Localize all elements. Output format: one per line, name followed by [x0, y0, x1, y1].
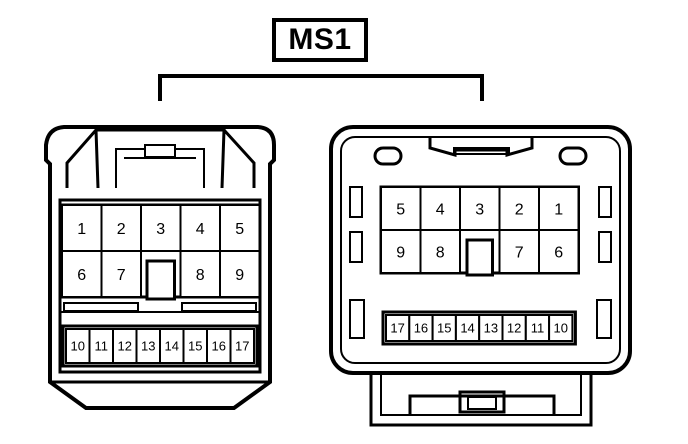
left_connector-pin-12: 12 [112, 328, 138, 364]
right_connector-key [465, 238, 494, 277]
left_connector-pin-1-label: 1 [77, 221, 86, 238]
left-connector [44, 125, 276, 410]
right_connector-pin-3: 3 [459, 186, 501, 231]
left_connector-pin-11: 11 [88, 328, 114, 364]
right-bottom-lock [369, 373, 593, 427]
right_connector-pin-14: 14 [454, 314, 481, 342]
right_connector-pin-17: 17 [385, 314, 411, 342]
left_connector-pin-6-label: 6 [77, 267, 86, 284]
left_connector-pin-15: 15 [182, 328, 208, 364]
left_connector-pin-13-label: 13 [141, 339, 155, 354]
right_connector-pin-9: 9 [380, 229, 422, 274]
left-inner-frame [58, 198, 262, 374]
right-post-tr [558, 146, 588, 166]
right-post-tl [373, 146, 403, 166]
left_connector-pin-5: 5 [219, 204, 261, 252]
bracket-line [158, 74, 484, 101]
left_connector-pin-2: 2 [100, 204, 142, 252]
right_connector-pin-9-label: 9 [396, 244, 405, 261]
left_connector-pin-3-label: 3 [156, 221, 165, 238]
right_connector-pin-7: 7 [498, 229, 540, 274]
right_connector-pin-6: 6 [538, 229, 580, 274]
left_connector-pin-4: 4 [179, 204, 221, 252]
right_connector-pin-16-label: 16 [414, 321, 428, 336]
left_connector-pin-14-label: 14 [165, 339, 179, 354]
right_connector-pin-13-label: 13 [484, 321, 498, 336]
right_connector-pin-16: 16 [408, 314, 434, 342]
left_connector-pin-7: 7 [100, 250, 142, 298]
left_connector-pin-16-label: 16 [212, 339, 226, 354]
right_connector-pin-11: 11 [524, 314, 551, 342]
right-latch [428, 137, 534, 157]
right_connector-pin-2: 2 [498, 186, 540, 231]
left_connector-pin-8-label: 8 [196, 267, 205, 284]
right_connector-pin-17-label: 17 [390, 321, 404, 336]
left-small-terminals: 10 11 12 13 14 15 16 17 [61, 324, 259, 368]
left_connector-pin-14: 14 [159, 328, 185, 364]
left_connector-pin-11-label: 11 [95, 339, 109, 354]
right_connector-pin-15-label: 15 [437, 321, 451, 336]
left_connector-pin-2-label: 2 [117, 221, 126, 238]
right_connector-pin-15: 15 [431, 314, 457, 342]
right_connector-pin-10: 10 [548, 314, 574, 342]
right_connector-pin-4: 4 [419, 186, 461, 231]
left_connector-pin-9-label: 9 [235, 267, 244, 284]
left_connector-pin-10: 10 [65, 328, 91, 364]
right_connector-pin-13: 13 [478, 314, 504, 342]
left-terminal-grid: 1 2 3 4 5 6 7 8 9 [60, 203, 261, 301]
left_connector-pin-17: 17 [229, 328, 255, 364]
left_connector-pin-1: 1 [61, 204, 103, 252]
right_connector-pin-4-label: 4 [436, 201, 445, 218]
left_connector-pin-8: 8 [179, 250, 221, 298]
left_connector-pin-9: 9 [219, 250, 261, 298]
right_connector-pin-3-label: 3 [475, 201, 484, 218]
right_connector-pin-6-label: 6 [554, 244, 563, 261]
left_connector-pin-13: 13 [135, 328, 161, 364]
right_connector-pin-5: 5 [380, 186, 422, 231]
right_connector-pin-8-label: 8 [436, 244, 445, 261]
left_connector-pin-15-label: 15 [188, 339, 202, 354]
left_connector-pin-10-label: 10 [71, 339, 85, 354]
right_connector-pin-12-label: 12 [507, 321, 521, 336]
left_connector-key [145, 259, 176, 301]
right_connector-pin-8: 8 [419, 229, 461, 274]
right_connector-pin-1: 1 [538, 186, 580, 231]
right_connector-pin-7-label: 7 [515, 244, 524, 261]
left_connector-pin-16: 16 [206, 328, 232, 364]
left_connector-pin-7-label: 7 [117, 267, 126, 284]
right_connector-pin-1-label: 1 [554, 201, 563, 218]
right_connector-pin-10-label: 10 [554, 321, 568, 336]
left-latch-tab [144, 144, 176, 158]
right_connector-pin-2-label: 2 [515, 201, 524, 218]
right_connector-pin-12: 12 [501, 314, 527, 342]
right-small-terminals: 17 16 15 14 13 12 11 10 [381, 310, 577, 346]
right-connector [329, 125, 632, 427]
left_connector-pin-4-label: 4 [196, 221, 205, 238]
left-latch [65, 126, 256, 189]
right_connector-pin-11-label: 11 [531, 321, 545, 336]
right-connector-body [329, 125, 632, 375]
left_connector-pin-5-label: 5 [235, 221, 244, 238]
left_connector-pin-12-label: 12 [118, 339, 132, 354]
right_connector-pin-14-label: 14 [460, 321, 474, 336]
connector-title: MS1 [272, 18, 368, 62]
left_connector-pin-6: 6 [61, 250, 103, 298]
right-terminal-grid: 5 4 3 2 1 9 8 7 6 [379, 185, 580, 277]
left_connector-pin-3: 3 [140, 204, 182, 252]
right_connector-pin-5-label: 5 [396, 201, 405, 218]
left_connector-pin-17-label: 17 [235, 339, 249, 354]
